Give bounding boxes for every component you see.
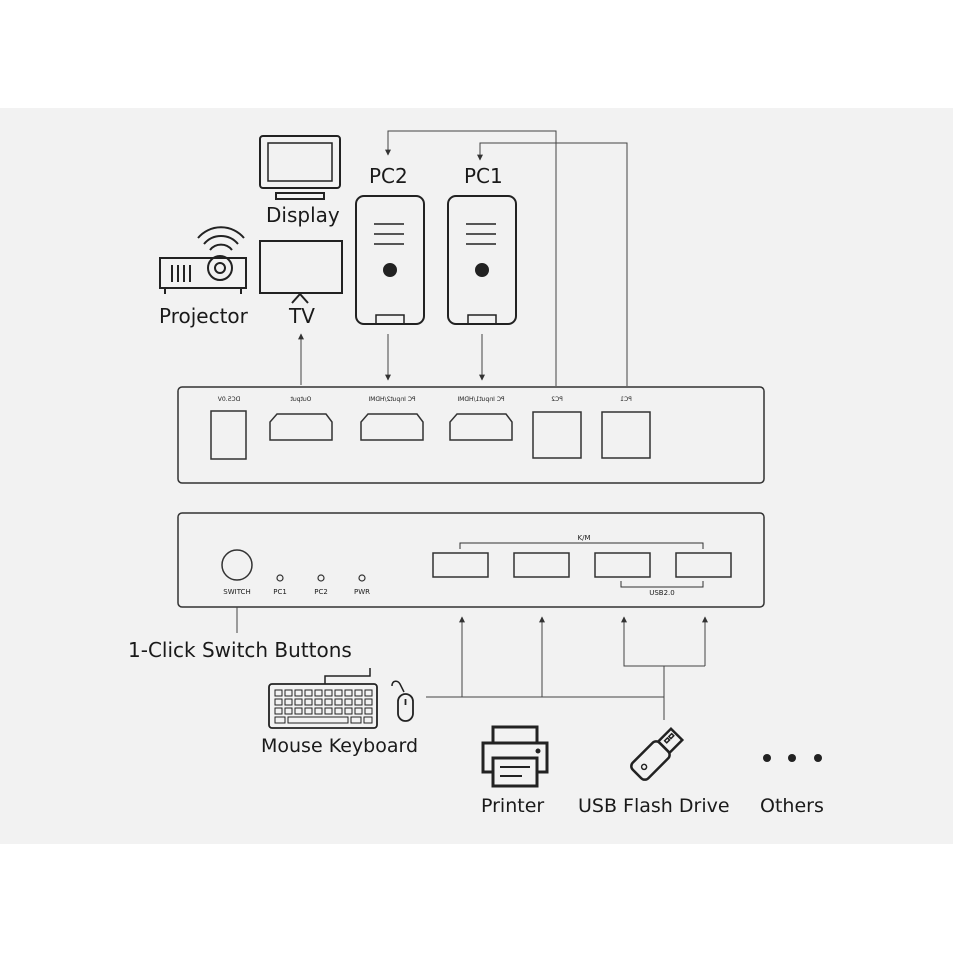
- bottom-connections: [236, 607, 708, 720]
- pc2-usb-port: [532, 411, 582, 459]
- pc1-label: PC1: [464, 164, 503, 188]
- top-connections: [298, 130, 628, 386]
- usb-port-1: [432, 552, 489, 578]
- mouse-icon: [391, 680, 414, 722]
- led-pc1-label: PC1: [273, 588, 287, 596]
- pc1-hdmi-label: PC Input1/HDMI: [457, 396, 505, 403]
- usb-port-2: [513, 552, 570, 578]
- others-label: Others: [760, 795, 824, 817]
- usb-flash-drive-label: USB Flash Drive: [578, 795, 730, 817]
- switch-label: SWITCH: [223, 588, 251, 596]
- keyboard-icon: [268, 668, 378, 729]
- output-hdmi-port: [269, 413, 333, 441]
- pwr-led: [358, 574, 366, 582]
- pc2-usb-label: PC2: [551, 396, 563, 403]
- usb2-label: USB2.0: [649, 589, 675, 597]
- dc-port: [210, 410, 247, 460]
- rear-panel: [177, 386, 765, 484]
- pc2-label: PC2: [369, 164, 408, 188]
- display-label: Display: [266, 203, 340, 227]
- display-icon: [259, 135, 341, 200]
- pc1-tower-icon: [447, 195, 517, 325]
- output-label: Output: [290, 396, 312, 403]
- usb-port-4: [675, 552, 732, 578]
- led-pwr-label: PWR: [353, 588, 370, 596]
- pc1-hdmi-port: [449, 413, 513, 441]
- mouse-keyboard-label: Mouse Keyboard: [261, 735, 419, 757]
- others-icon: [763, 754, 822, 762]
- projector-icon: [159, 226, 247, 294]
- switch-caption: 1-Click Switch Buttons: [128, 638, 352, 662]
- pc2-hdmi-label: PC Input2/HDMI: [368, 396, 416, 403]
- usb-port-3: [594, 552, 651, 578]
- diagram-background: [0, 108, 953, 844]
- front-panel: [177, 512, 765, 608]
- pc1-led: [276, 574, 284, 582]
- printer-icon: [481, 725, 549, 788]
- pc1-usb-port: [601, 411, 651, 459]
- projector-label: Projector: [159, 304, 248, 328]
- switch-button: [221, 549, 253, 581]
- dc-label: DC5.0V: [217, 396, 241, 403]
- led-pc2-label: PC2: [314, 588, 328, 596]
- pc2-tower-icon: [355, 195, 425, 325]
- usb-flash-drive-icon: [630, 726, 685, 781]
- tv-icon: [259, 240, 343, 304]
- printer-label: Printer: [481, 795, 545, 817]
- pc1-usb-label: PC1: [620, 396, 632, 403]
- km-label: K/M: [577, 534, 591, 542]
- tv-label: TV: [289, 304, 315, 328]
- pc2-led: [317, 574, 325, 582]
- pc2-hdmi-port: [360, 413, 424, 441]
